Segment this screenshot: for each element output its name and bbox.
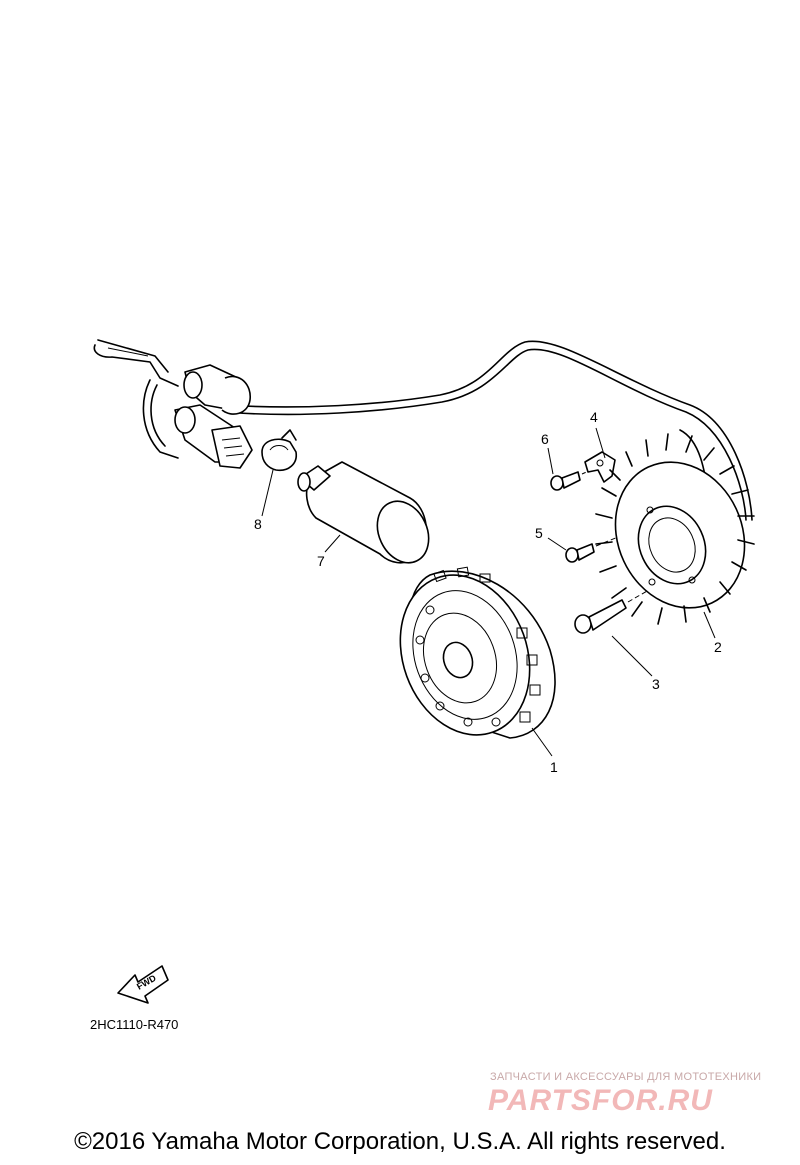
part-3-bolt [574,571,681,634]
diagram-code: 2HC1110-R470 [90,1017,179,1032]
callout-3: 3 [652,676,660,692]
part-2-stator [595,433,755,625]
fwd-arrow-icon: FWD [117,965,169,1004]
coupler-upper [183,364,251,415]
watermark-logo: PARTSFOR.RU [488,1084,713,1117]
callout-8: 8 [254,516,262,532]
coupler-lower [174,404,253,469]
callout-2: 2 [714,639,722,655]
callouts: 1 2 3 4 5 6 7 8 [254,409,722,775]
part-1-rotor [399,566,556,739]
wire-harness [93,339,753,521]
part-5-screw [565,527,641,563]
leader-lines [261,427,716,757]
callout-5: 5 [535,525,543,541]
callout-1: 1 [550,759,558,775]
callout-4: 4 [590,409,598,425]
watermark-tagline: ЗАПЧАСТИ И АКСЕССУАРЫ ДЛЯ МОТОТЕХНИКИ [490,1071,762,1083]
callout-7: 7 [317,553,325,569]
part-7-cover [297,461,430,564]
part-4-bracket [584,451,616,483]
callout-6: 6 [541,431,549,447]
part-6-screw [550,465,601,491]
part-8-clip [261,429,298,472]
copyright-notice: ©2016 Yamaha Motor Corporation, U.S.A. A… [74,1128,726,1155]
